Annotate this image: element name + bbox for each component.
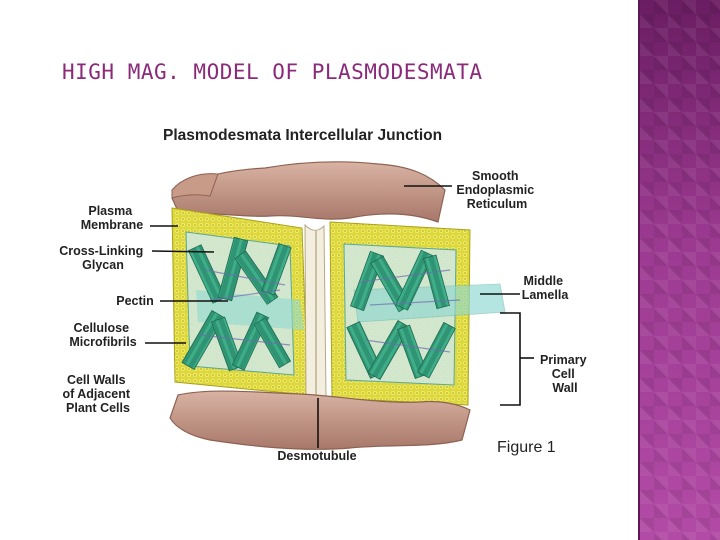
- leader-cross-linking-glycan: [152, 251, 214, 252]
- bracket-primary-cell-wall: [500, 313, 520, 405]
- decorative-side-band: [640, 0, 720, 540]
- label-middle-lamella: Middle Lamella: [522, 274, 570, 302]
- figure-caption: Figure 1: [497, 439, 556, 456]
- upper-er-layer: [172, 162, 445, 222]
- plasmodesma-channel: [305, 225, 326, 403]
- label-cellulose-microfibrils: Cellulose Microfibrils: [69, 321, 136, 349]
- figure-heading: Plasmodesmata Intercellular Junction: [163, 127, 442, 144]
- label-plasma-membrane: Plasma Membrane: [81, 204, 144, 232]
- right-cell-wall: [330, 222, 505, 405]
- label-smooth-er: Smooth Endoplasmic Reticulum: [456, 169, 537, 211]
- label-cell-walls-adjacent: Cell Walls of Adjacent Plant Cells: [62, 373, 133, 415]
- label-cross-linking-glycan: Cross-Linking Glycan: [59, 244, 147, 272]
- label-desmotubule: Desmotubule: [277, 449, 356, 463]
- plasmodesmata-diagram: Plasmodesmata Intercellular Junction: [0, 0, 640, 540]
- label-primary-cell-wall: Primary Cell Wall: [540, 353, 590, 395]
- label-pectin: Pectin: [116, 294, 154, 308]
